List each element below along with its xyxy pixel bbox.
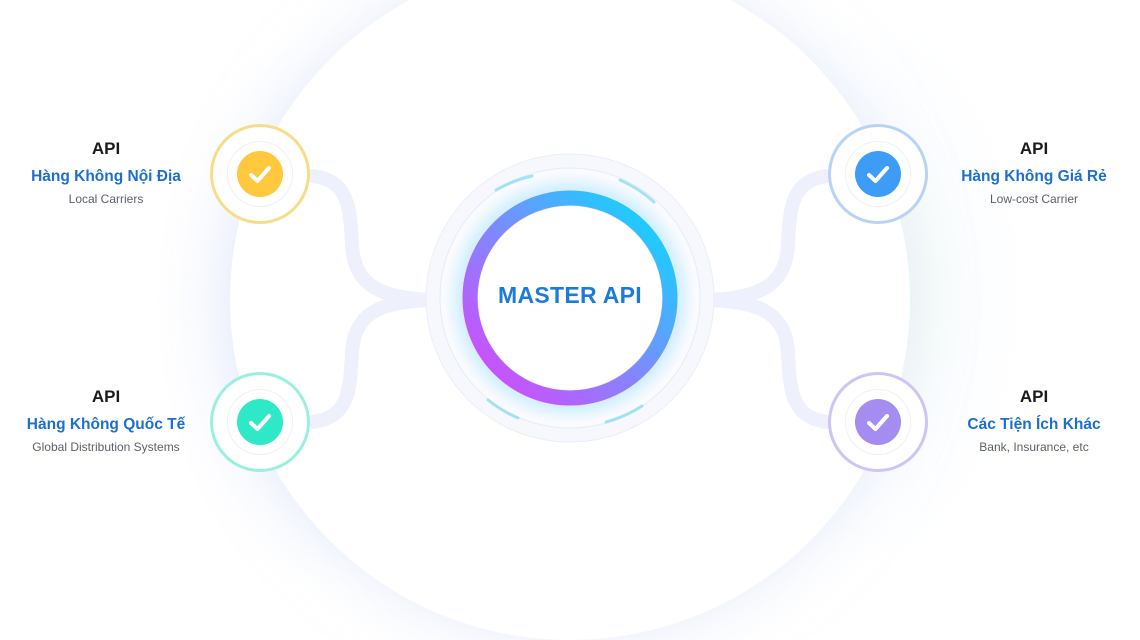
hub-accent-arcs bbox=[486, 174, 656, 424]
node-local-carriers bbox=[210, 124, 310, 224]
connector-lowcost bbox=[693, 169, 835, 307]
label-subtitle: Low-cost Carrier bbox=[989, 192, 1079, 206]
node-inner-ring bbox=[227, 141, 293, 207]
label-subtitle: Local Carriers bbox=[68, 192, 144, 206]
node-other-utilities bbox=[828, 372, 928, 472]
hub-center bbox=[478, 206, 662, 390]
hub-gradient-ring bbox=[462, 190, 678, 406]
connector-global bbox=[305, 293, 447, 429]
label-title: Hàng Không Nội Địa bbox=[31, 168, 181, 185]
connectors bbox=[305, 169, 835, 429]
label-heading: API bbox=[91, 387, 121, 406]
check-icon bbox=[855, 399, 901, 445]
check-icon bbox=[237, 151, 283, 197]
node-low-cost-carrier bbox=[828, 124, 928, 224]
label-local-carriers: API Hàng Không Nội Địa Local Carriers bbox=[0, 138, 216, 207]
label-heading: API bbox=[91, 139, 121, 158]
label-subtitle: Global Distribution Systems bbox=[32, 440, 180, 454]
node-inner-ring bbox=[227, 389, 293, 455]
label-low-cost-carrier: API Hàng Không Giá Rẻ Low-cost Carrier bbox=[924, 138, 1140, 207]
label-title: Các Tiện Ích Khác bbox=[967, 416, 1101, 433]
label-global-distribution: API Hàng Không Quốc Tế Global Distributi… bbox=[0, 386, 216, 455]
hub-title: MASTER API bbox=[498, 282, 642, 308]
check-icon bbox=[237, 399, 283, 445]
label-heading: API bbox=[1019, 139, 1049, 158]
label-heading: API bbox=[1019, 387, 1049, 406]
label-title: Hàng Không Giá Rẻ bbox=[961, 168, 1107, 185]
api-diagram: MASTER API API Hàng Không Nội Địa Local … bbox=[0, 10, 1140, 590]
check-icon bbox=[855, 151, 901, 197]
node-global-distribution bbox=[210, 372, 310, 472]
label-title: Hàng Không Quốc Tế bbox=[26, 416, 186, 433]
connector-layer bbox=[305, 153, 835, 443]
node-inner-ring bbox=[845, 389, 911, 455]
label-other-utilities: API Các Tiện Ích Khác Bank, Insurance, e… bbox=[924, 386, 1140, 455]
node-inner-ring bbox=[845, 141, 911, 207]
connector-local bbox=[305, 169, 447, 307]
connector-utilities bbox=[693, 293, 835, 429]
label-subtitle: Bank, Insurance, etc bbox=[979, 440, 1089, 454]
